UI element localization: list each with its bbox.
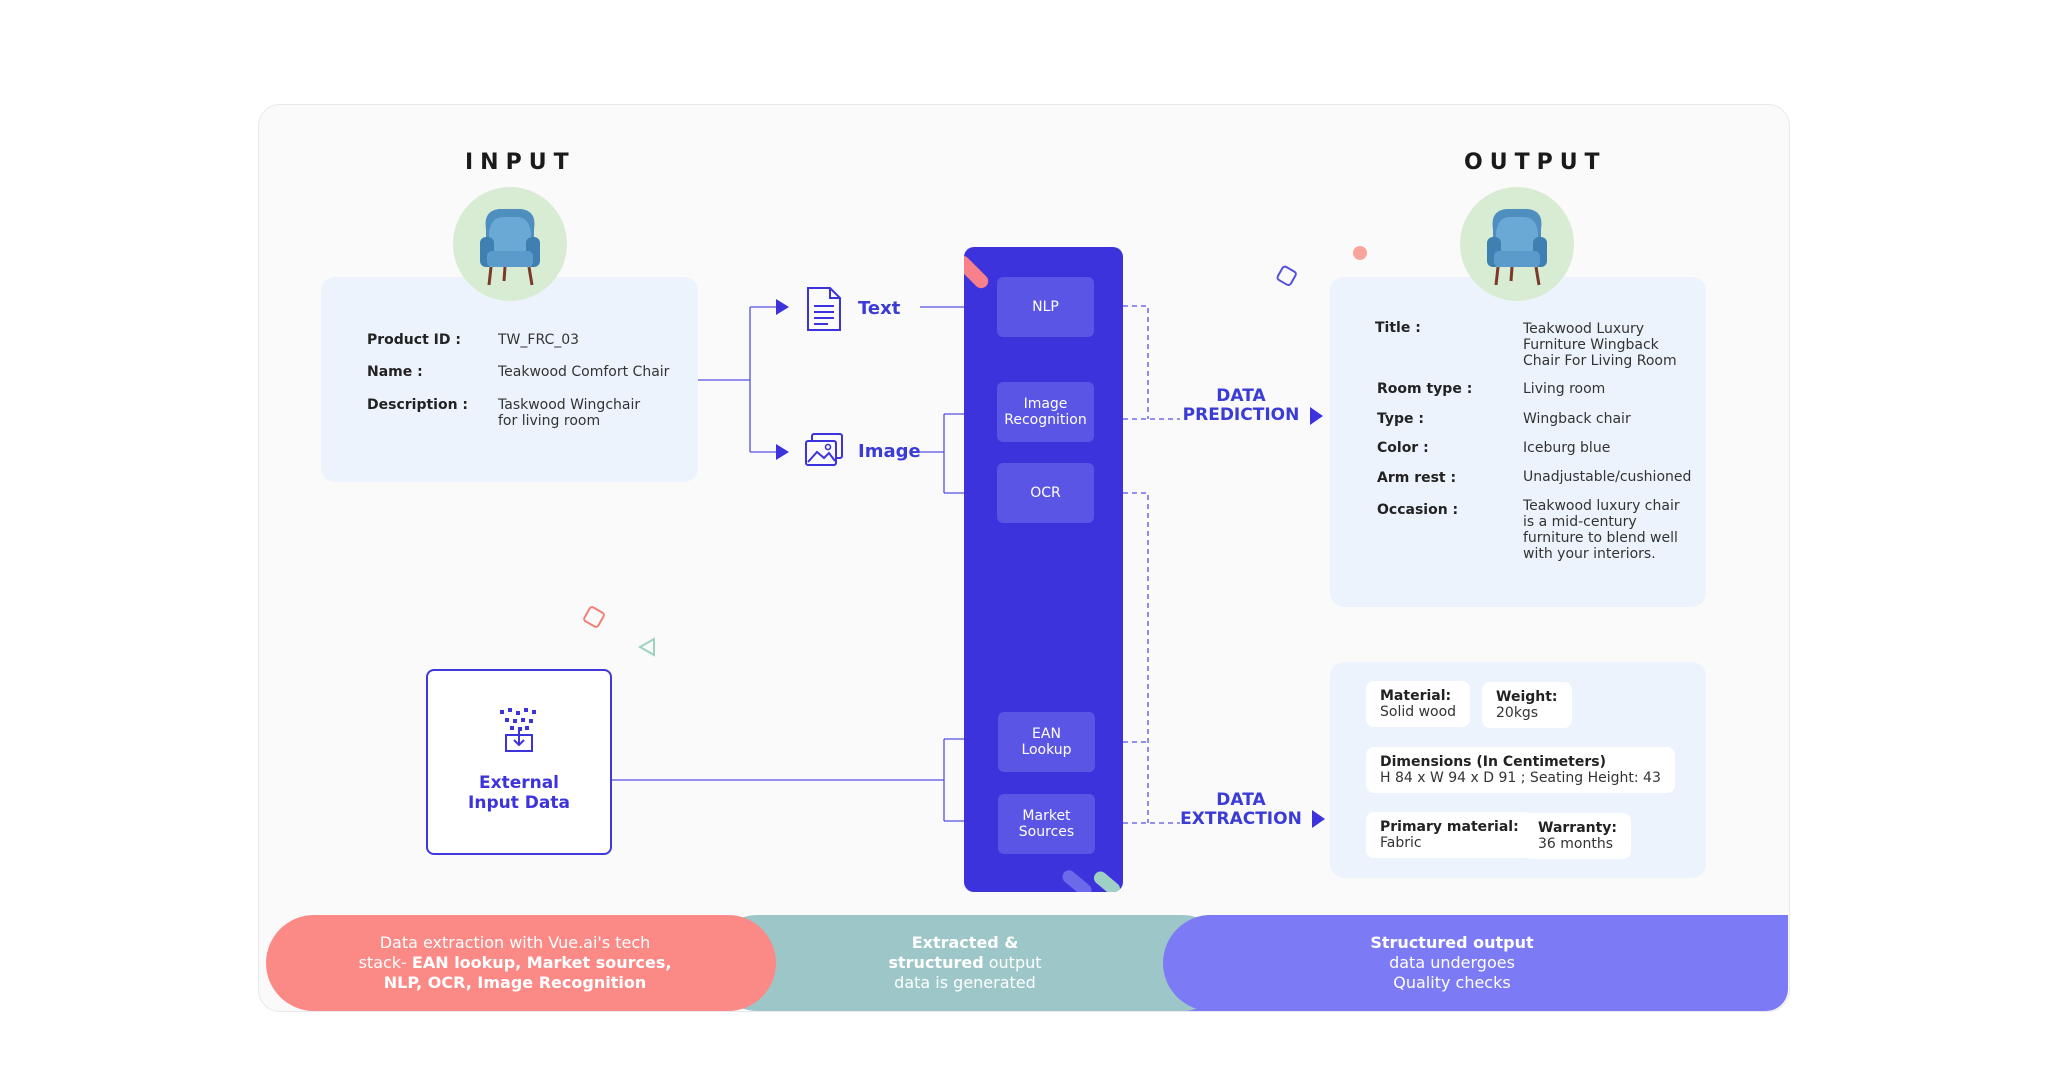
dashed-nlp: [1123, 305, 1149, 419]
stage-data-prediction: DATA PREDICTION: [1182, 386, 1300, 425]
footer-step2-post: output data is generated: [894, 953, 1042, 992]
chip-warranty-value: 36 months: [1538, 836, 1613, 852]
input-heading: INPUT: [465, 150, 576, 175]
input-label-description: Description :: [367, 397, 469, 413]
processing-column: [964, 247, 1123, 892]
footer-step3-text: Structured output data undergoes Quality…: [1310, 915, 1594, 1011]
decor-pink-bar: [964, 252, 992, 292]
output-label-title: Title :: [1375, 320, 1421, 336]
input-label-name: Name :: [367, 364, 423, 380]
input-value-product-id: TW_FRC_03: [498, 332, 580, 348]
external-input-label: External Input Data: [468, 773, 570, 813]
decor-triangle-green: [637, 637, 655, 657]
chip-primary-material-value: Fabric: [1380, 835, 1422, 851]
decor-teal-bar: [1091, 868, 1123, 892]
decor-violet-bar: [1059, 867, 1095, 892]
input-value-name: Teakwood Comfort Chair: [498, 364, 670, 380]
footer-step2-bold: Extracted & structured: [888, 933, 1019, 972]
processor-nlp: NLP: [997, 277, 1094, 337]
chip-dimensions-label: Dimensions (In Centimeters): [1380, 754, 1606, 770]
chip-weight-label: Weight:: [1496, 689, 1558, 705]
image-icon: [804, 432, 844, 473]
output-label-color: Color :: [1377, 440, 1429, 456]
footer-step1-bold: EAN lookup, Market sources, NLP, OCR, Im…: [383, 953, 672, 992]
processor-ean-lookup: EAN Lookup: [998, 712, 1095, 772]
chip-weight: Weight: 20kgs: [1482, 682, 1572, 728]
output-value-type: Wingback chair: [1523, 411, 1631, 427]
output-chair-image: [1460, 187, 1574, 301]
external-input-box: External Input Data: [426, 669, 612, 855]
processor-ocr: OCR: [997, 463, 1094, 523]
chip-primary-material: Primary material: Fabric: [1366, 812, 1533, 858]
branch-text-label: Text: [858, 298, 901, 319]
output-value-color: Iceburg blue: [1523, 440, 1611, 456]
footer-step1: [266, 915, 776, 1011]
output-panel: Title : Teakwood Luxury Furniture Wingba…: [1330, 277, 1706, 607]
footer-step2: [710, 915, 1230, 1011]
decor-diamond-blue: [1276, 265, 1297, 286]
output-label-type: Type :: [1377, 411, 1425, 427]
chip-material-label: Material:: [1380, 688, 1452, 704]
chip-warranty: Warranty: 36 months: [1524, 813, 1632, 859]
input-chair-image: [453, 187, 567, 301]
output-value-arm-rest: Unadjustable/cushioned: [1523, 469, 1692, 485]
footer-step2-text: Extracted & structured output data is ge…: [830, 915, 1100, 1011]
footer-step1-text: Data extraction with Vue.ai's tech stack…: [330, 915, 700, 1011]
chip-dimensions-value: H 84 x W 94 x D 91 ; Seating Height: 43: [1380, 770, 1661, 786]
arrow-to-text: [776, 299, 789, 315]
dashed-ocr: [1123, 492, 1149, 823]
footer-step3-post: data undergoes Quality checks: [1389, 953, 1515, 992]
output-heading: OUTPUT: [1464, 150, 1607, 175]
extraction-panel: Material: Solid wood Weight: 20kgs Dimen…: [1330, 662, 1706, 878]
chip-warranty-label: Warranty:: [1538, 820, 1618, 836]
document-icon: [806, 286, 842, 337]
footer-step3-cap: [1163, 915, 1283, 1011]
arrow-extraction: [1312, 810, 1325, 828]
footer-step1-pre: Data extraction with Vue.ai's tech stack…: [358, 933, 651, 972]
decor-dot-pink: [1353, 246, 1367, 260]
chip-weight-value: 20kgs: [1496, 705, 1539, 721]
arrow-to-image: [776, 444, 789, 460]
chip-material: Material: Solid wood: [1366, 681, 1471, 727]
chip-primary-material-label: Primary material:: [1380, 819, 1519, 835]
input-panel: Product ID : TW_FRC_03 Name : Teakwood C…: [321, 277, 698, 482]
arrow-prediction: [1310, 407, 1323, 425]
input-value-description: Taskwood Wingchair for living room: [498, 397, 641, 429]
processor-image-recognition: Image Recognition: [997, 382, 1094, 442]
output-label-room-type: Room type :: [1377, 381, 1473, 397]
footer-step3-bold: Structured output: [1370, 933, 1534, 952]
output-value-title: Teakwood Luxury Furniture Wingback Chair…: [1523, 321, 1677, 369]
output-label-arm-rest: Arm rest :: [1377, 470, 1457, 486]
output-value-occasion: Teakwood luxury chair is a mid-century f…: [1523, 498, 1680, 562]
chip-dimensions: Dimensions (In Centimeters) H 84 x W 94 …: [1366, 747, 1675, 793]
decor-diamond-red: [583, 606, 605, 628]
processor-market-sources: Market Sources: [998, 794, 1095, 854]
stage-data-extraction: DATA EXTRACTION: [1180, 790, 1302, 829]
input-label-product-id: Product ID :: [367, 332, 461, 348]
output-value-room-type: Living room: [1523, 381, 1606, 397]
output-label-occasion: Occasion :: [1377, 502, 1459, 518]
data-funnel-icon: [496, 707, 542, 758]
branch-image-label: Image: [858, 441, 921, 462]
chip-material-value: Solid wood: [1380, 704, 1457, 720]
